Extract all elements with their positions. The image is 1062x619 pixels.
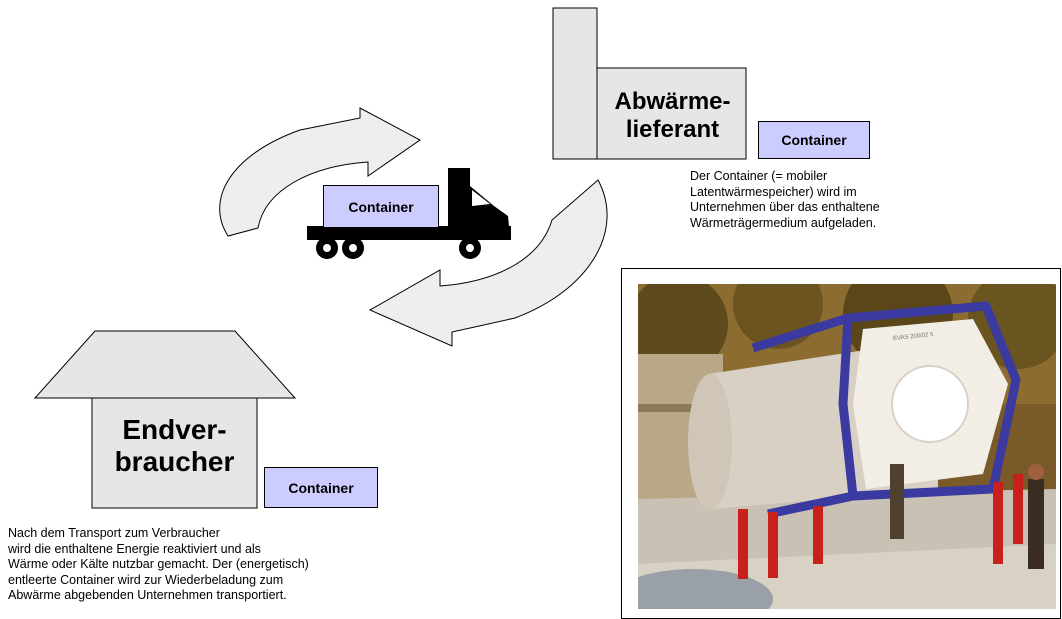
consumer-label: Endver- braucher: [114, 414, 235, 478]
supplier-note: Der Container (= mobiler Latentwärmespei…: [690, 169, 880, 230]
arrow-to-supplier: [219, 107, 421, 237]
consumer-note: Nach dem Transport zum Verbraucher wird …: [8, 526, 309, 602]
container-photo: [638, 284, 1056, 609]
supplier-container: Container: [758, 121, 870, 159]
truck-container: Container: [323, 185, 439, 228]
consumer-container: Container: [264, 467, 378, 508]
supplier-label: Abwärme- lieferant: [614, 88, 731, 143]
arrow-to-consumer: [368, 179, 608, 347]
